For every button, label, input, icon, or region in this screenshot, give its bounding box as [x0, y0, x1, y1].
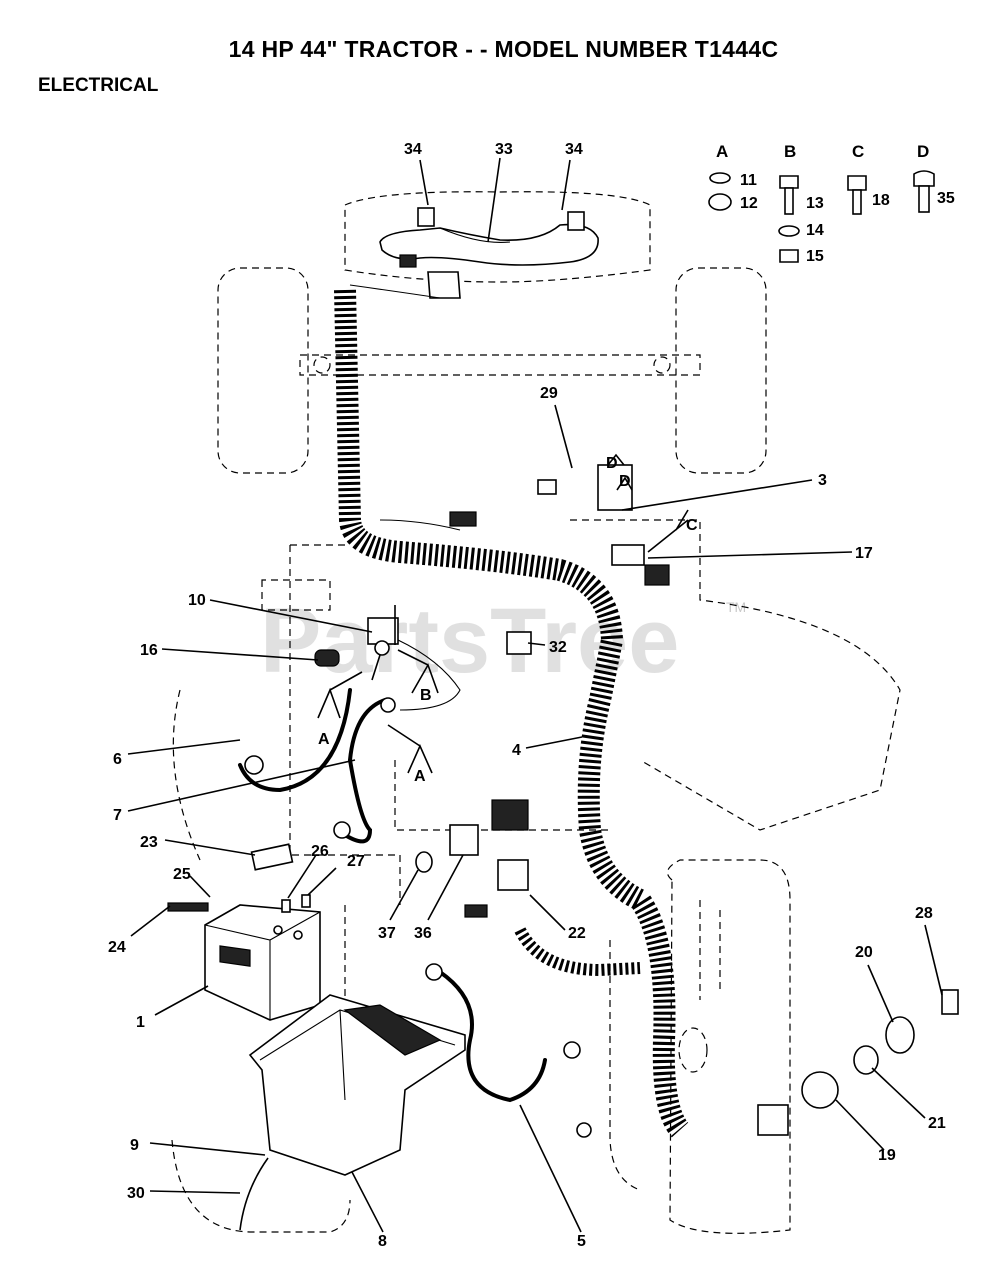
- battery-cable-5: [438, 970, 547, 1103]
- callout-label: 3: [818, 472, 827, 489]
- callout-label: 22: [568, 925, 586, 942]
- tractor-outline: [171, 191, 901, 1234]
- hardware-part-number: 15: [806, 248, 824, 265]
- solenoid: [367, 617, 399, 645]
- callout-label: 4: [512, 742, 521, 759]
- bracket-3: [597, 464, 633, 511]
- connector-tag: A: [414, 768, 426, 785]
- headlight-harness: [349, 207, 599, 299]
- hardware-key-letter: A: [716, 142, 728, 161]
- connector-tag: A: [318, 731, 330, 748]
- hardware-key-letter: D: [917, 142, 929, 161]
- callout-label: 36: [414, 925, 432, 942]
- ignition-switch-19: [801, 1071, 839, 1109]
- callout-label: 9: [130, 1137, 139, 1154]
- bolt-24: [167, 902, 209, 912]
- hardware-part-number: 13: [806, 195, 824, 212]
- main-harness-coil: [334, 289, 689, 1138]
- nut-37: [415, 851, 433, 873]
- watermark-trademark: TM: [726, 599, 746, 615]
- bezel-20: [885, 1016, 915, 1054]
- connector-tag: D: [619, 473, 631, 490]
- callout-label: 1: [136, 1014, 145, 1031]
- watermark-text: PartsTree: [260, 590, 679, 692]
- leader-lines: [127, 157, 943, 1233]
- battery: [204, 904, 321, 1021]
- hardware-part-number: 18: [872, 192, 890, 209]
- carriage-bolt-icon: [913, 170, 935, 187]
- connector-19: [757, 1104, 789, 1136]
- hardware-key-letter: C: [852, 142, 864, 161]
- switch-17: [611, 544, 645, 566]
- battery-cover-23: [250, 843, 294, 871]
- key-28: [941, 989, 959, 1015]
- connector-22: [464, 904, 488, 918]
- fuse-29: [537, 479, 557, 495]
- hex-bolt-icon: [779, 175, 799, 189]
- callout-label: 8: [378, 1233, 387, 1250]
- hardware-key-letter: B: [784, 142, 796, 161]
- callout-numbers: 34 33 34 29 3 17 10 16 32 6 4 7 23 26 27…: [108, 141, 946, 1250]
- nut-21: [853, 1045, 879, 1075]
- callout-label: 25: [173, 866, 191, 883]
- page-title: 14 HP 44" TRACTOR - - MODEL NUMBER T1444…: [228, 36, 779, 62]
- nut-27: [301, 894, 311, 908]
- solenoid-22: [497, 859, 529, 891]
- battery-cable-7: [343, 698, 387, 844]
- callout-label: 27: [347, 853, 365, 870]
- locknut-icon: [779, 249, 799, 263]
- callout-label: 30: [127, 1185, 145, 1202]
- callout-label: 33: [495, 141, 513, 158]
- hardware-part-number: 11: [740, 172, 757, 189]
- callout-label: 7: [113, 807, 122, 824]
- switch-17-plug: [644, 564, 670, 586]
- hardware-key: A B C D 11 12 13 14 15 18 35: [708, 142, 955, 265]
- battery-tray: [248, 994, 466, 1176]
- harness-plug: [399, 254, 417, 268]
- callout-label: 29: [540, 385, 558, 402]
- callout-label: 21: [928, 1115, 946, 1132]
- callout-label: 17: [855, 545, 873, 562]
- callout-label: 6: [113, 751, 122, 768]
- nut-icon: [708, 193, 732, 211]
- callout-label: 32: [549, 639, 567, 656]
- vent-tube-30: [239, 1157, 269, 1231]
- lockwasher-icon: [709, 172, 731, 184]
- switch-32: [506, 631, 532, 655]
- callout-label: 24: [108, 939, 126, 956]
- callout-label: 37: [378, 925, 396, 942]
- callout-label: 16: [140, 642, 158, 659]
- ignition-switch-36: [449, 824, 479, 856]
- callout-label: 19: [878, 1147, 896, 1164]
- headlight-bulb-right: [567, 211, 585, 231]
- callout-label: 5: [577, 1233, 586, 1250]
- headlight-bulb-left: [417, 207, 435, 227]
- connector-tag: B: [420, 687, 432, 704]
- callout-label: 10: [188, 592, 206, 609]
- connector-block: [491, 799, 529, 831]
- callout-label: 34: [565, 141, 583, 158]
- harness-connector-upper: [449, 511, 477, 527]
- lockwasher-icon: [778, 225, 800, 237]
- connector-tag: D: [606, 455, 618, 472]
- fuse-holder: [314, 649, 340, 667]
- solenoid-assembly: [314, 605, 461, 711]
- callout-label: 20: [855, 944, 873, 961]
- callout-label: 26: [311, 843, 329, 860]
- headlight-connector: [427, 271, 461, 299]
- nut-26: [281, 899, 291, 913]
- callout-label: 28: [915, 905, 933, 922]
- hardware-part-number: 14: [806, 222, 824, 239]
- callout-label: 23: [140, 834, 158, 851]
- battery-cable-6: [238, 688, 352, 793]
- hardware-part-number: 12: [740, 195, 758, 212]
- section-heading: ELECTRICAL: [38, 75, 159, 96]
- callout-label: 34: [404, 141, 422, 158]
- connector-tag: C: [686, 517, 698, 534]
- hardware-part-number: 35: [937, 190, 955, 207]
- hex-bolt-icon: [847, 175, 867, 191]
